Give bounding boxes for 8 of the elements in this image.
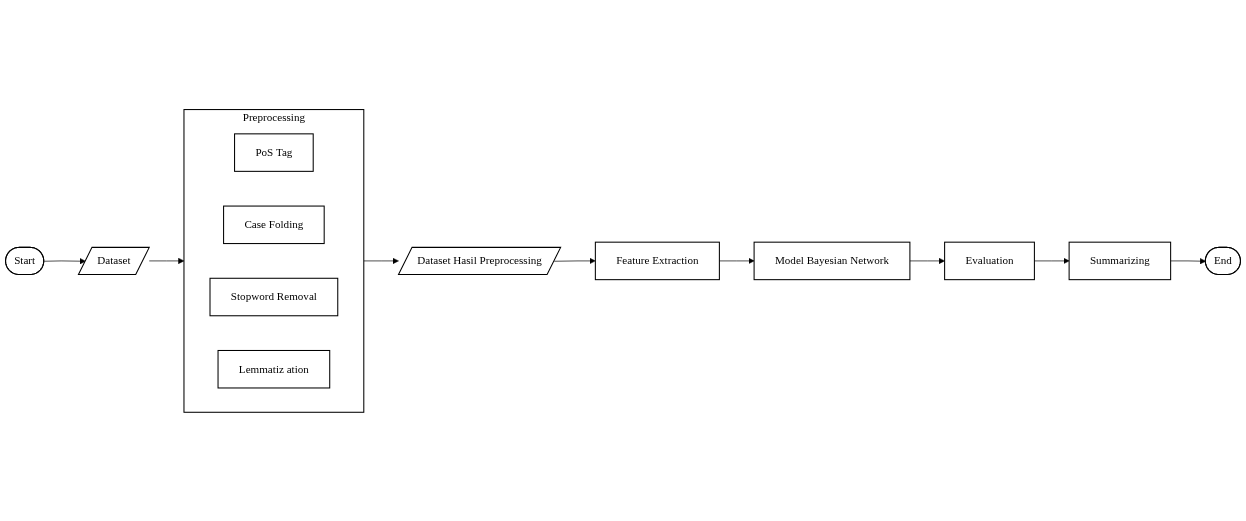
node-box: Summarizing <box>1068 241 1172 280</box>
node-box: Model Bayesian Network <box>753 241 911 280</box>
node-box: Lemmatiz ation <box>217 349 331 389</box>
node-box: PoS Tag <box>234 132 314 172</box>
node-box: Feature Extraction <box>594 241 720 280</box>
node-box: Case Folding <box>223 205 325 244</box>
node-box: Evaluation <box>944 241 1035 280</box>
node-box: Stopword Removal <box>209 277 339 316</box>
